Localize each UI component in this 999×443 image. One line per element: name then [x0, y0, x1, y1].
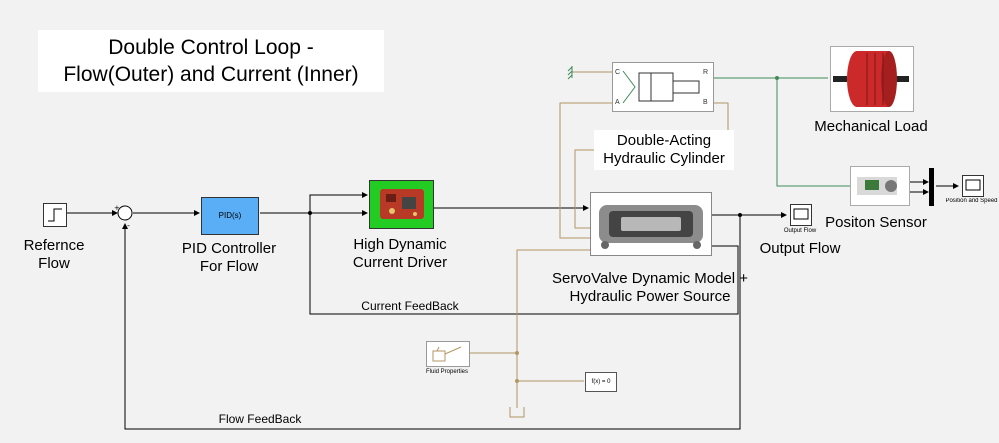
cylinder-port-b: B [703, 99, 708, 106]
pid-label-2: For Flow [199, 258, 259, 275]
pid-block[interactable]: PID(s) [201, 197, 259, 235]
hyd-line-a [559, 102, 612, 239]
cylinder-port-c: C [615, 69, 621, 76]
hyd-junction-1 [515, 351, 519, 355]
wire-current-feedback [309, 213, 739, 315]
solver-block[interactable]: f(x) = 0 [585, 372, 617, 392]
mech-junction [775, 76, 779, 80]
reservoir-block[interactable] [508, 405, 526, 418]
title-line-2: Flow(Outer) and Current (Inner) [63, 63, 359, 86]
wire-flow-feedback [122, 215, 741, 430]
title-annotation: Double Control Loop - Flow(Outer) and Cu… [38, 30, 384, 92]
circuit-board-icon [380, 189, 424, 219]
svg-text:-: - [127, 221, 130, 230]
driver-label-1: High Dynamic [353, 236, 447, 253]
cylinder-label-1: Double-Acting [616, 132, 712, 149]
output-flow-small-label: Output Flow [783, 228, 817, 234]
servo-valve-block[interactable] [590, 192, 712, 256]
load-label: Mechanical Load [814, 118, 928, 135]
hyd-line-supply [516, 249, 605, 408]
pid-label-1: PID Controller [181, 240, 277, 257]
pid-block-text: PID(s) [218, 211, 242, 220]
oil-can-icon [432, 346, 462, 362]
reservoir-icon [509, 407, 525, 418]
sensor-label: Positon Sensor [825, 214, 927, 231]
step-icon [48, 208, 62, 222]
cylinder-label-bg [594, 130, 734, 170]
sum-block[interactable]: + - [114, 204, 133, 230]
flywheel-icon [833, 51, 909, 107]
hyd-junction-2 [515, 379, 519, 383]
driver-label-2: Current Driver [352, 254, 448, 271]
mechanical-load-block[interactable] [830, 46, 914, 112]
branch-point-current [308, 211, 312, 215]
signal-wires [67, 179, 959, 430]
position-sensor-block[interactable] [850, 166, 910, 206]
cylinder-port-a: A [615, 99, 620, 106]
mech-line-sensor [776, 78, 850, 187]
position-scope-small-label: Position and Speed [945, 198, 998, 204]
position-scope[interactable] [962, 175, 984, 197]
cylinder-port-r: R [703, 69, 709, 76]
sensor-icon [857, 177, 897, 195]
scope-icon [793, 208, 809, 220]
current-driver-block[interactable] [369, 180, 434, 229]
ground-icon [567, 66, 573, 80]
cylinder-icon [622, 70, 700, 104]
fluid-properties-block[interactable] [426, 341, 470, 367]
solver-text: f(x) = 0 [591, 379, 611, 385]
reference-label-1: Refernce [23, 237, 85, 254]
servo-label-1: ServoValve Dynamic Model + [551, 270, 749, 287]
mux-block[interactable] [929, 168, 934, 206]
scope-icon [965, 179, 981, 191]
reference-label-2: Flow [38, 255, 70, 272]
title-line-1: Double Control Loop - [108, 36, 314, 59]
output-flow-label: Output Flow [759, 240, 841, 257]
output-flow-scope[interactable] [790, 204, 812, 226]
flow-feedback-label: Flow FeedBack [218, 412, 302, 426]
branch-point-flow [738, 213, 742, 217]
hydraulic-lines [470, 71, 729, 408]
svg-text:+: + [114, 204, 120, 212]
cylinder-label-2: Hydraulic Cylinder [603, 150, 725, 167]
mechanical-lines [712, 77, 850, 187]
fluid-small-label: Fluid Properties [425, 369, 469, 375]
servo-label-2: Hydraulic Power Source [569, 288, 731, 305]
step-block[interactable] [43, 203, 67, 227]
current-feedback-label: Current FeedBack [361, 299, 459, 313]
servo-valve-icon [599, 205, 703, 249]
wire-pid-to-driver-1 [260, 192, 368, 214]
hydraulic-cylinder-block[interactable]: C R A B [612, 62, 714, 112]
